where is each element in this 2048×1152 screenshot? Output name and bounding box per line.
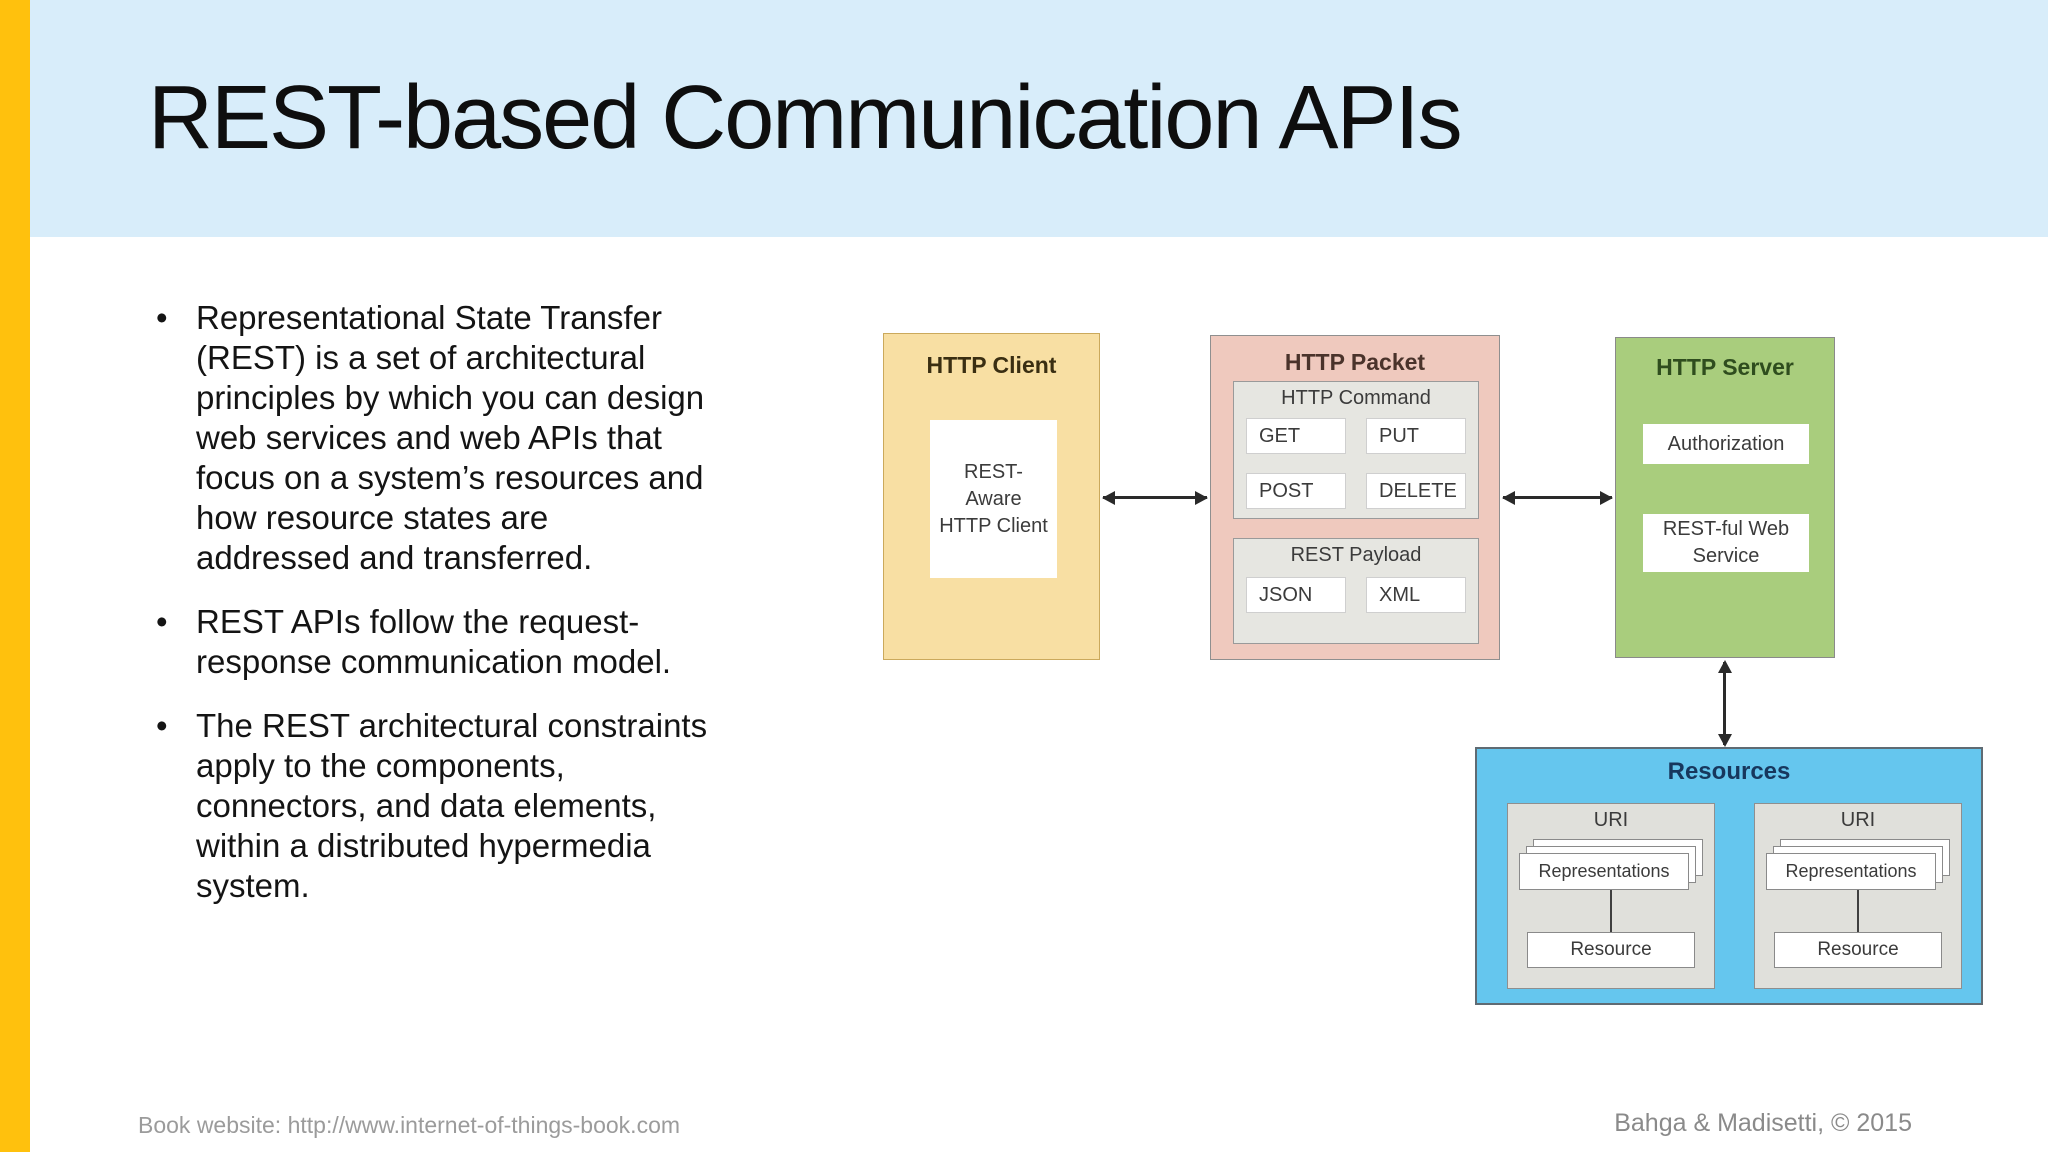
resources-box: Resources URI Representations Resource U… bbox=[1475, 747, 1983, 1005]
http-client-title: HTTP Client bbox=[926, 352, 1057, 378]
payload-cell-json: JSON bbox=[1246, 577, 1346, 613]
rest-payload-title: REST Payload bbox=[1290, 544, 1422, 566]
uri-panel-right: URI Representations Resource bbox=[1754, 803, 1962, 989]
command-cell-put: PUT bbox=[1366, 418, 1466, 454]
command-cell-post: POST bbox=[1246, 473, 1346, 509]
bullet-item-3: The REST architectural constraints apply… bbox=[150, 706, 910, 906]
connector-line-left bbox=[1610, 890, 1612, 932]
http-command-grid: GET PUT POST DELETE bbox=[1246, 418, 1466, 509]
rest-payload-row: JSON XML bbox=[1246, 577, 1466, 613]
http-command-panel: HTTP Command GET PUT POST DELETE bbox=[1233, 381, 1479, 519]
arrow-client-packet bbox=[1103, 496, 1207, 499]
http-server-title: HTTP Server bbox=[1656, 354, 1794, 380]
bullet-text-3: The REST architectural constraints apply… bbox=[196, 707, 708, 904]
rest-aware-client-card: REST- Aware HTTP Client bbox=[930, 420, 1057, 578]
bullet-text-2: REST APIs follow the request- response c… bbox=[196, 603, 672, 680]
arrow-packet-server bbox=[1503, 496, 1612, 499]
arrow-server-resources bbox=[1723, 662, 1726, 745]
restful-web-service-card: REST-ful Web Service bbox=[1643, 514, 1809, 572]
resource-card-left: Resource bbox=[1527, 932, 1695, 968]
bullet-list: Representational State Transfer (REST) i… bbox=[150, 298, 910, 930]
connector-line-right bbox=[1857, 890, 1859, 932]
footer-attribution: Bahga & Madisetti, © 2015 bbox=[1614, 1109, 1912, 1137]
bullet-item-1: Representational State Transfer (REST) i… bbox=[150, 298, 910, 578]
uri-title-right: URI bbox=[1840, 809, 1876, 831]
http-command-title: HTTP Command bbox=[1281, 387, 1431, 409]
slide-header: REST-based Communication APIs bbox=[0, 0, 2048, 237]
page-title: REST-based Communication APIs bbox=[148, 68, 1463, 168]
footer-book-website: Book website: http://www.internet-of-thi… bbox=[138, 1112, 681, 1138]
representations-card-right: Representations bbox=[1766, 853, 1936, 890]
payload-cell-xml: XML bbox=[1366, 577, 1466, 613]
representations-stack-left: Representations bbox=[1519, 839, 1703, 890]
uri-panel-left: URI Representations Resource bbox=[1507, 803, 1715, 989]
resource-card-right: Resource bbox=[1774, 932, 1942, 968]
rest-payload-panel: REST Payload JSON XML bbox=[1233, 538, 1479, 644]
command-cell-get: GET bbox=[1246, 418, 1346, 454]
bullet-item-2: REST APIs follow the request- response c… bbox=[150, 602, 910, 682]
representations-card-left: Representations bbox=[1519, 853, 1689, 890]
uri-title-left: URI bbox=[1593, 809, 1629, 831]
left-accent-stripe bbox=[0, 0, 30, 1152]
command-cell-delete: DELETE bbox=[1366, 473, 1466, 509]
http-packet-box: HTTP Packet HTTP Command GET PUT POST DE… bbox=[1210, 335, 1500, 660]
authorization-card: Authorization bbox=[1643, 424, 1809, 464]
resources-title: Resources bbox=[1667, 758, 1791, 785]
http-packet-title: HTTP Packet bbox=[1284, 349, 1426, 375]
http-server-box: HTTP Server Authorization REST-ful Web S… bbox=[1615, 337, 1835, 658]
representations-stack-right: Representations bbox=[1766, 839, 1950, 890]
bullet-text-1: Representational State Transfer (REST) i… bbox=[196, 299, 705, 576]
http-client-box: HTTP Client REST- Aware HTTP Client bbox=[883, 333, 1100, 660]
